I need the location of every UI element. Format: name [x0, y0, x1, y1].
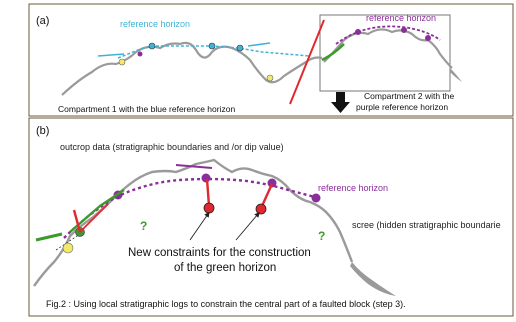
- constraints-line2: of the green horizon: [174, 262, 276, 274]
- purple-point: [355, 29, 361, 35]
- constraints-line1: New constraints for the construction: [128, 247, 311, 259]
- yellow-point: [118, 58, 126, 66]
- purple-dip-marker: [175, 164, 213, 169]
- outcrop-label: outcrop data (stratigraphic boundaries a…: [60, 142, 284, 152]
- local-log-left-branch: [79, 203, 109, 233]
- question-left: ?: [140, 219, 147, 233]
- panel-b-frame: [28, 117, 514, 317]
- pointer-arrow-2: [235, 211, 260, 241]
- horizon-point: [267, 178, 277, 188]
- compartment-2-caption-line2: purple reference horizon: [356, 102, 448, 112]
- green-horizon-segment-a: [321, 43, 345, 62]
- local-log-1: [205, 178, 211, 207]
- green-horizon-fragment: [69, 189, 125, 233]
- purple-point: [137, 51, 143, 57]
- compartment-2-caption-line1: Compartment 2 with the: [364, 91, 455, 101]
- figure-caption: Fig.2 : Using local stratigraphic logs t…: [46, 299, 406, 309]
- local-log-2: [260, 183, 274, 207]
- log-endpoint-2: [255, 203, 267, 215]
- local-log-left: [72, 209, 82, 233]
- purple-point: [401, 27, 407, 33]
- blue-dip-marker-1: [97, 53, 125, 57]
- scree-wedge: [350, 262, 396, 296]
- purple-horizon-label-a: reference horizon: [366, 13, 436, 23]
- panel-b-label: (b): [36, 125, 49, 137]
- terrain-profile-a: [61, 41, 323, 96]
- panel-b: (b) outcrop data (stratigraphic boundari…: [28, 117, 514, 317]
- transition-arrow: [331, 92, 350, 113]
- blue-point: [208, 42, 216, 50]
- green-dip-marker: [35, 232, 63, 242]
- blue-horizon-label: reference horizon: [120, 19, 190, 29]
- fault-line-a: [289, 19, 325, 105]
- scree-label: scree (hidden stratigraphic boundarie: [352, 220, 501, 230]
- blue-point: [148, 42, 156, 50]
- panel-a-label: (a): [36, 15, 49, 27]
- blue-point: [236, 44, 244, 52]
- log-endpoint-1: [203, 202, 215, 214]
- yellow-point-b: [62, 242, 74, 254]
- blue-dip-marker-2: [247, 42, 271, 47]
- purple-point: [425, 35, 431, 41]
- question-right: ?: [318, 229, 325, 243]
- scree-a: [450, 68, 462, 82]
- dashed-guide: [55, 233, 81, 251]
- horizon-point: [311, 193, 321, 203]
- panel-a: (a) reference horizon reference horizon …: [28, 3, 514, 117]
- compartment-1-caption: Compartment 1 with the blue reference ho…: [58, 104, 235, 114]
- terrain-profile-b: [33, 158, 354, 287]
- yellow-point: [266, 74, 274, 82]
- pointer-arrow-1: [189, 211, 210, 241]
- compartment-2-box: [319, 14, 451, 92]
- horizon-label-b: reference horizon: [318, 183, 388, 193]
- panel-a-frame: [28, 3, 514, 117]
